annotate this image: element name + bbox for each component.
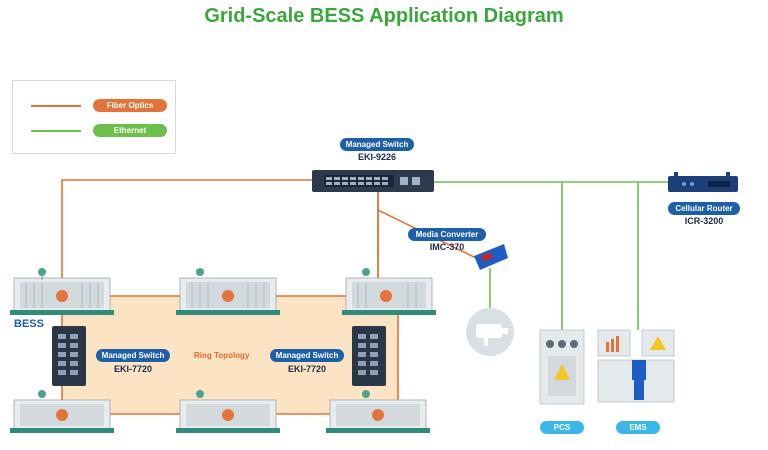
ring-topology-label: Ring Topology: [194, 351, 250, 360]
router-role: Cellular Router: [668, 202, 740, 215]
pcs-cabinet-icon: [539, 329, 585, 405]
legend-ethernet-line: [31, 130, 81, 132]
media-converter-device: [474, 244, 508, 270]
ems-pill: EMS: [616, 421, 660, 434]
bess-containers: [10, 268, 436, 433]
core-switch-role: Managed Switch: [340, 138, 414, 151]
right-switch-role: Managed Switch: [270, 349, 344, 362]
legend-ethernet-pill: Ethernet: [93, 124, 167, 137]
right-switch-device: [352, 326, 386, 386]
left-switch-role: Managed Switch: [96, 349, 170, 362]
legend: Fiber Optics Ethernet: [12, 80, 176, 154]
media-converter-model: IMC-370: [429, 242, 465, 252]
bess-label: BESS: [14, 318, 44, 330]
pcs-pill: PCS: [540, 421, 584, 434]
core-switch-device: [312, 170, 434, 192]
core-switch-model: EKI-9226: [357, 152, 397, 162]
router-model: ICR-3200: [684, 216, 724, 226]
left-switch-model: EKI-7720: [113, 364, 153, 374]
diagram-title: Grid-Scale BESS Application Diagram: [204, 5, 564, 27]
ring-area: [62, 296, 398, 414]
legend-fiber-pill: Fiber Optics: [93, 99, 167, 112]
ethernet-lines: [434, 181, 668, 330]
camera-icon: [466, 308, 514, 356]
ems-desk-icon: [597, 329, 675, 403]
legend-fiber-line: [31, 105, 81, 107]
right-switch-model: EKI-7720: [287, 364, 327, 374]
left-switch-device: [52, 326, 86, 386]
cellular-router-device: [668, 172, 738, 192]
media-converter-role: Media Converter: [408, 228, 486, 241]
